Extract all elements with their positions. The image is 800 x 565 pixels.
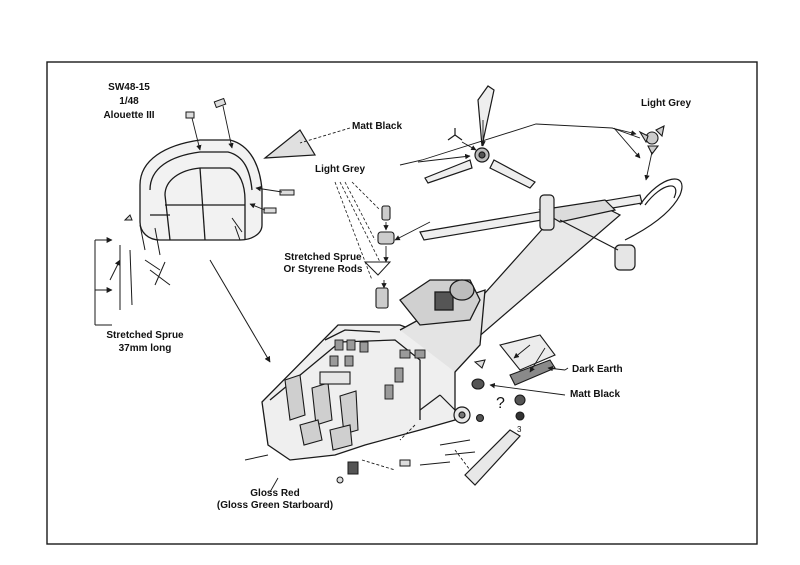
- tail-rotor-hub: [638, 125, 665, 156]
- gloss-red-leader: [269, 477, 279, 493]
- lower-right-parts: [471, 334, 556, 423]
- label-stretched-sprue-rods-2: Or Styrene Rods: [283, 264, 363, 275]
- main-rotor: [424, 85, 536, 189]
- bottom-parts: [244, 439, 476, 484]
- stretched-sprue-bracket: [94, 237, 133, 326]
- header-model: Alouette III: [103, 110, 155, 121]
- canopy-to-fuselage-arrow: [209, 259, 271, 363]
- canopy-small-parts: [185, 97, 295, 241]
- sprue-triangle: [363, 261, 392, 276]
- canopy-rods: [123, 214, 171, 286]
- canopy-arrows: [191, 105, 283, 211]
- wheel-part-number: 3: [517, 425, 522, 434]
- label-stretched-sprue-rods-1: Stretched Sprue: [284, 252, 362, 263]
- tripod-part: [447, 128, 463, 141]
- matt-black-leader: [299, 127, 351, 144]
- label-light-grey-rotor: Light Grey: [641, 98, 692, 109]
- label-matt-black-canopy: Matt Black: [352, 121, 403, 132]
- tail-rotor-arrow: [394, 221, 431, 241]
- canopy-drawing: [139, 139, 263, 241]
- fuselage: [261, 279, 486, 461]
- header-code: SW48-15: [108, 82, 150, 93]
- landing-gear: [419, 394, 521, 486]
- label-stretched-sprue-len-2: 37mm long: [118, 343, 172, 354]
- seats: [284, 371, 359, 451]
- label-dark-earth: Dark Earth: [572, 364, 623, 375]
- lower-right-arrows: [489, 344, 566, 396]
- light-grey-dashed-leaders: [334, 181, 381, 281]
- label-gloss-red-1: Gloss Red: [250, 488, 300, 499]
- label-light-grey-parts: Light Grey: [315, 164, 366, 175]
- dark-earth-leader: [564, 367, 569, 371]
- label-matt-black-wheels: Matt Black: [570, 389, 621, 400]
- sheet-border: [46, 61, 758, 545]
- tail-hub-arrow: [644, 151, 653, 181]
- mast-arrows: [381, 222, 389, 289]
- tripod-arrow: [461, 141, 477, 151]
- light-grey-leaders: [399, 123, 641, 166]
- header-scale: 1/48: [119, 96, 139, 107]
- mast-parts: [375, 205, 395, 309]
- bottom-arrows: [361, 424, 471, 471]
- label-stretched-sprue-len-1: Stretched Sprue: [106, 330, 184, 341]
- question-mark: ?: [496, 395, 505, 412]
- label-gloss-red-2: (Gloss Green Starboard): [216, 500, 334, 511]
- fuselage-windows: [329, 339, 426, 400]
- matt-black-panel: [263, 129, 317, 159]
